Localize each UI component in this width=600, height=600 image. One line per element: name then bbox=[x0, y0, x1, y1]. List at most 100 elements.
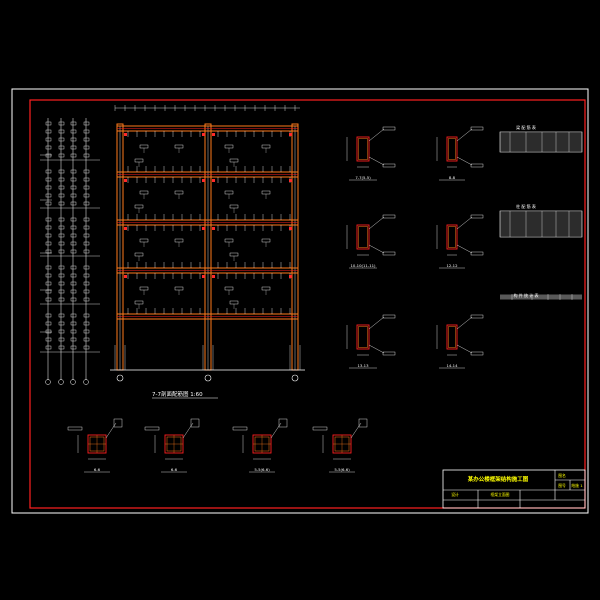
left-rebar-tick bbox=[58, 177, 65, 182]
left-rebar-tick bbox=[58, 121, 65, 126]
leader-label-box bbox=[312, 426, 328, 431]
highlight-mark bbox=[202, 227, 205, 230]
leader-label-box bbox=[382, 214, 396, 219]
annotation-box bbox=[139, 190, 149, 195]
left-rebar-tick bbox=[83, 281, 90, 286]
left-rebar-tick bbox=[45, 233, 52, 238]
left-rebar-tick bbox=[58, 169, 65, 174]
section-label: 6-6 bbox=[171, 467, 178, 472]
annotation-box bbox=[229, 300, 239, 305]
left-rebar-tick bbox=[83, 121, 90, 126]
left-rebar-tick bbox=[83, 233, 90, 238]
left-rebar-tick bbox=[70, 137, 77, 142]
annotation-box bbox=[261, 286, 271, 291]
leader-line bbox=[182, 422, 194, 439]
section-label: 7-7(5-5) bbox=[355, 175, 371, 180]
left-rebar-tick bbox=[58, 297, 65, 302]
leader-line bbox=[368, 244, 385, 254]
annotation-box bbox=[139, 238, 149, 243]
left-rebar-tick bbox=[70, 265, 77, 270]
highlight-mark bbox=[124, 133, 127, 136]
left-rebar-tick bbox=[45, 249, 52, 254]
leader-label-box bbox=[67, 426, 83, 431]
annotation-box bbox=[134, 204, 144, 209]
left-rebar-tick bbox=[83, 265, 90, 270]
leader-label-box bbox=[144, 426, 160, 431]
column-section-stirrup bbox=[358, 326, 368, 348]
left-rebar-tick bbox=[45, 193, 52, 198]
left-rebar-tick bbox=[45, 129, 52, 134]
table3-title: 构 件 统 计 表 bbox=[513, 292, 538, 298]
leader-label-box bbox=[470, 351, 484, 356]
section-label: 5-5(6-6) bbox=[334, 467, 350, 472]
outer-frame bbox=[11, 88, 589, 514]
highlight-mark bbox=[212, 179, 215, 182]
annotation-box bbox=[139, 144, 149, 149]
left-rebar-tick bbox=[58, 321, 65, 326]
leader-label-box bbox=[382, 163, 396, 168]
project-title: 某办公楼框架结构施工图 bbox=[468, 475, 529, 483]
left-rebar-tick bbox=[83, 193, 90, 198]
left-rebar-tick bbox=[70, 193, 77, 198]
left-rebar-tick bbox=[83, 313, 90, 318]
left-rebar-tick bbox=[58, 345, 65, 350]
left-rebar-tick bbox=[83, 129, 90, 134]
leader-line bbox=[368, 216, 385, 230]
left-rebar-tick bbox=[58, 329, 65, 334]
left-rebar-tick bbox=[83, 329, 90, 334]
leader-line bbox=[456, 244, 473, 254]
column-section-stirrup bbox=[448, 226, 456, 248]
left-rebar-tick bbox=[45, 145, 52, 150]
column-section-outline bbox=[446, 324, 458, 350]
leader-label-box bbox=[382, 314, 396, 319]
left-rebar-tick bbox=[45, 313, 52, 318]
leader-label-box bbox=[470, 314, 484, 319]
highlight-mark bbox=[124, 227, 127, 230]
leader-line bbox=[456, 344, 473, 354]
column-section-outline bbox=[446, 136, 458, 162]
left-rebar-tick bbox=[58, 233, 65, 238]
column-section-outline bbox=[446, 224, 458, 250]
left-rebar-tick bbox=[70, 217, 77, 222]
left-rebar-tick bbox=[45, 273, 52, 278]
leader-label-box bbox=[470, 126, 484, 131]
inner-border bbox=[29, 99, 586, 509]
left-rebar-tick bbox=[45, 289, 52, 294]
left-rebar-tick bbox=[58, 193, 65, 198]
left-rebar-tick bbox=[83, 225, 90, 230]
annotation-box bbox=[174, 286, 184, 291]
leader-label-box bbox=[470, 214, 484, 219]
highlight-mark bbox=[124, 275, 127, 278]
leader-line bbox=[368, 316, 385, 330]
leader-line bbox=[456, 316, 473, 330]
left-rebar-tick bbox=[83, 177, 90, 182]
left-rebar-tick bbox=[45, 185, 52, 190]
column-section-outline bbox=[356, 224, 370, 250]
annotation-box bbox=[134, 252, 144, 257]
leader-line bbox=[456, 128, 473, 142]
annotation-box bbox=[134, 300, 144, 305]
left-rebar-tick bbox=[83, 153, 90, 158]
left-rebar-tick bbox=[58, 129, 65, 134]
left-rebar-tick bbox=[58, 217, 65, 222]
table1-title: 梁 配 筋 表 bbox=[516, 124, 536, 130]
leader-label-box bbox=[382, 351, 396, 356]
annotation-box bbox=[261, 238, 271, 243]
highlight-mark bbox=[202, 275, 205, 278]
section-label: 14-14 bbox=[446, 363, 458, 368]
leader-line bbox=[350, 422, 362, 439]
leader-label-box bbox=[232, 426, 248, 431]
left-rebar-tick bbox=[70, 249, 77, 254]
leader-line bbox=[105, 422, 117, 439]
left-rebar-tick bbox=[58, 281, 65, 286]
leader-label-box bbox=[190, 418, 200, 428]
left-rebar-tick bbox=[83, 169, 90, 174]
left-rebar-tick bbox=[70, 233, 77, 238]
left-rebar-tick bbox=[45, 329, 52, 334]
left-rebar-tick bbox=[70, 177, 77, 182]
leader-label-box bbox=[382, 126, 396, 131]
left-rebar-tick bbox=[45, 153, 52, 158]
axis-bubble bbox=[83, 379, 89, 385]
left-rebar-tick bbox=[70, 121, 77, 126]
